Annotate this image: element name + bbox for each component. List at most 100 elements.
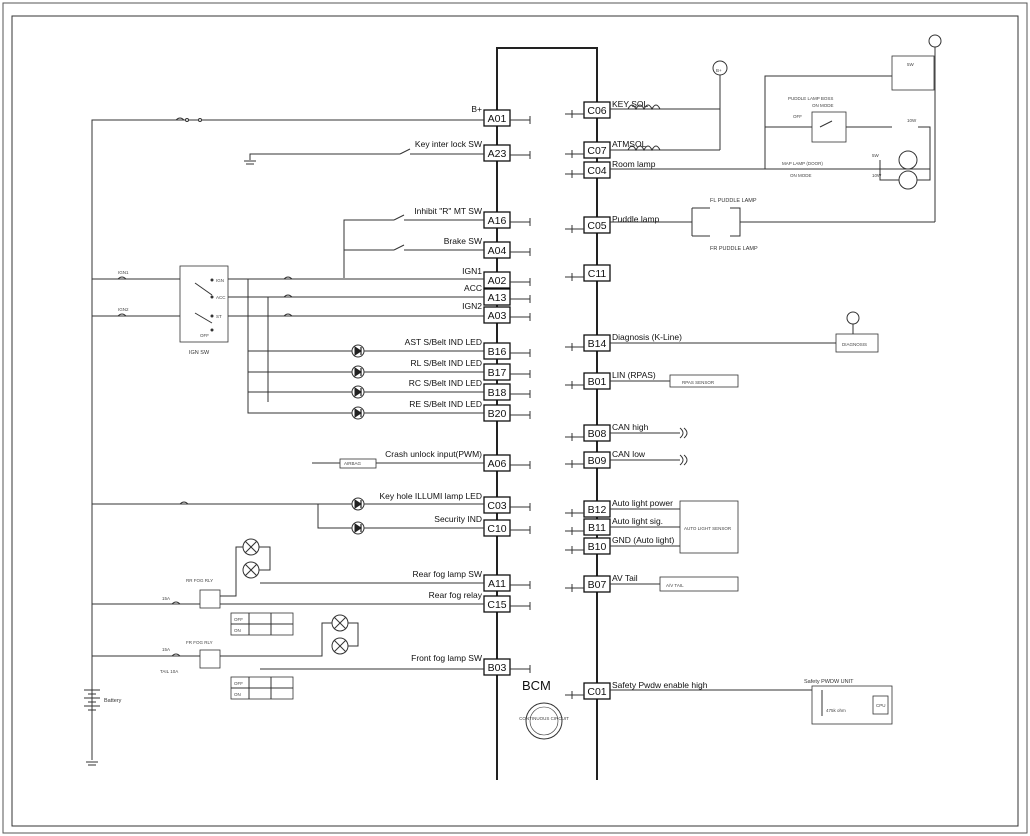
pin-id: B08 <box>588 428 607 440</box>
fuse-ign2: IGN2 <box>117 307 129 317</box>
led-0 <box>351 344 365 358</box>
auto-light-sensor-label: AUTO LIGHT SENSOR <box>684 526 732 531</box>
pin-label: Front fog lamp SW <box>411 653 482 663</box>
pin-id: A01 <box>488 113 507 125</box>
pin-id: B16 <box>488 346 507 358</box>
pin-id: B07 <box>588 579 607 591</box>
right-component-labels: FL PUDDLE LAMP FR PUDDLE LAMP PUDDLE LAM… <box>666 62 917 713</box>
safety-unit-res-label: 475k ohm <box>826 708 846 713</box>
pin-label: RL S/Belt IND LED <box>411 358 483 368</box>
right-wiring <box>610 34 942 725</box>
led-5 <box>351 521 365 535</box>
pin-id: A23 <box>488 148 507 160</box>
pin-a04: A04 Brake SW <box>444 236 531 259</box>
fuse-b-label: 15A <box>162 647 170 652</box>
pin-id: A04 <box>488 245 507 257</box>
fuse-ign1: IGN1 <box>117 270 129 280</box>
led-2 <box>351 385 365 399</box>
fr-fog-on-label: ON <box>234 692 241 697</box>
pin-id: B12 <box>588 504 607 516</box>
fr-fog-relay-label: FR FOG RLY <box>186 640 213 645</box>
led-group <box>351 344 365 535</box>
led-3 <box>351 406 365 420</box>
pin-id: C15 <box>487 599 506 611</box>
safety-unit-cpu-label: CPU <box>876 703 886 708</box>
av-tail-label: A/V TAIL <box>666 583 684 588</box>
pin-id: C10 <box>487 523 506 535</box>
pin-label: Rear fog lamp SW <box>413 569 482 579</box>
pin-b08: B08 CAN high <box>565 422 649 442</box>
pin-id: C05 <box>587 220 606 232</box>
lamp-b-label: 10W <box>907 118 917 123</box>
fuse-tail-label: TAIL 10A <box>160 669 178 674</box>
battery: Battery <box>84 689 122 766</box>
pin-label: CAN high <box>612 422 649 432</box>
pin-label: RE S/Belt IND LED <box>409 399 482 409</box>
fr-puddle-label: FR PUDDLE LAMP <box>710 246 758 252</box>
pin-id: C06 <box>587 105 606 117</box>
led-1 <box>351 365 365 379</box>
pin-id: A02 <box>488 275 507 287</box>
badge-text: CONTINUOUS CIRCUIT <box>519 716 569 721</box>
batt-node-label: B+ <box>716 68 722 73</box>
pin-label: IGN1 <box>462 266 482 276</box>
pin-id: B10 <box>588 541 607 553</box>
fl-puddle-label: FL PUDDLE LAMP <box>710 198 757 204</box>
rr-fog-on-label: ON <box>234 628 241 633</box>
pin-label: GND (Auto light) <box>612 535 675 545</box>
pin-label: Diagnosis (K-Line) <box>612 332 682 342</box>
pin-c15: C15 Rear fog relay <box>429 590 531 613</box>
fuse-a-label: 15A <box>162 596 170 601</box>
pin-label: Key hole ILLUMI lamp LED <box>379 491 482 501</box>
puddle-sw-on-label: ON MODE <box>812 103 834 108</box>
pin-label: Puddle lamp <box>612 214 660 224</box>
pin-id: A16 <box>488 215 507 227</box>
pin-id: A06 <box>488 458 507 470</box>
pin-id: A11 <box>488 578 506 590</box>
pin-label: Key inter lock SW <box>415 139 482 149</box>
pin-a02: A02 IGN1 <box>462 266 531 289</box>
fuse-ign1-label: IGN1 <box>118 270 129 275</box>
pin-label: ACC <box>464 283 482 293</box>
lamp-d-label: 10W <box>872 173 882 178</box>
pin-id: C03 <box>487 500 506 512</box>
pin-id: B03 <box>488 662 507 674</box>
pin-label: LIN (RPAS) <box>612 370 656 380</box>
ign-switch: IGN ACC ST OFF IGN SW <box>140 265 229 356</box>
pin-label: Auto light power <box>612 498 673 508</box>
lamp-a-label: 5W <box>907 62 915 67</box>
pin-label: ATMSOL <box>612 139 647 149</box>
bcm-label: BCM <box>522 678 551 693</box>
pin-label: AV Tail <box>612 573 638 583</box>
pin-id: B18 <box>488 387 507 399</box>
pin-id: B17 <box>488 367 507 379</box>
pin-label: Inhibit "R" MT SW <box>414 206 482 216</box>
pin-b10: B10 GND (Auto light) <box>565 535 675 555</box>
pin-label: Safety Pwdw enable high <box>612 680 708 690</box>
puddle-sw-label: PUDDLE LAMP BOSS <box>788 96 833 101</box>
pin-label: Room lamp <box>612 159 656 169</box>
pin-label: Brake SW <box>444 236 482 246</box>
pin-c04: C04 Room lamp <box>565 159 656 179</box>
pin-id: C11 <box>588 268 607 280</box>
sw-start-label: ST <box>216 314 222 319</box>
pin-a23: A23 Key inter lock SW <box>415 139 531 162</box>
pin-id: C04 <box>587 165 606 177</box>
sw-acc-label: ACC <box>216 295 226 300</box>
pin-b16: B16 AST S/Belt IND LED <box>405 337 531 360</box>
pin-id: A03 <box>488 310 507 322</box>
pin-label: AST S/Belt IND LED <box>405 337 482 347</box>
pin-id: C01 <box>587 686 606 698</box>
pin-id: C07 <box>587 145 606 157</box>
pin-label: Rear fog relay <box>429 590 483 600</box>
pin-a11: A11 Rear fog lamp SW <box>413 569 531 592</box>
